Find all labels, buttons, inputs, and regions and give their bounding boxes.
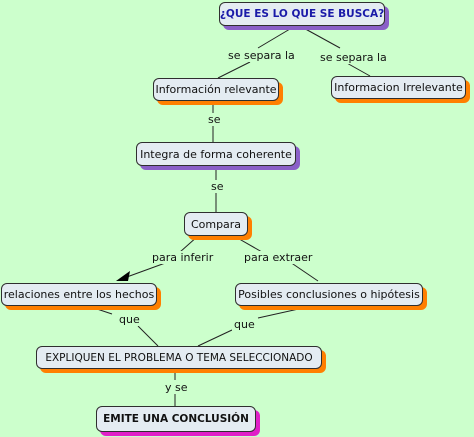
- link-label-se-2: se: [209, 180, 226, 193]
- connector-root-to-separa-left: [257, 25, 296, 49]
- node-posibles-conclusiones-text: Posibles conclusiones o hipótesis: [238, 288, 420, 301]
- node-emite-conclusion[interactable]: EMITE UNA CONCLUSIÓN: [96, 406, 256, 432]
- connector-para-inferir-to-relaciones: [123, 261, 169, 279]
- link-label-que-left: que: [117, 313, 142, 326]
- connector-para-extraer-to-conclusiones: [289, 261, 319, 282]
- node-expliquen[interactable]: EXPLIQUEN EL PROBLEMA O TEMA SELECCIONAD…: [36, 346, 322, 369]
- node-compara[interactable]: Compara: [184, 212, 248, 236]
- connector-separa-right-to-irrelevante: [344, 61, 371, 77]
- node-root-question[interactable]: ¿QUE ES LO QUE SE BUSCA?: [219, 2, 385, 26]
- link-label-que-right: que: [232, 318, 257, 331]
- connector-separa-left-to-relevante: [217, 61, 251, 79]
- node-relaciones[interactable]: relaciones entre los hechos: [1, 283, 157, 306]
- connector-compara-to-para-extraer: [233, 235, 263, 253]
- node-compara-text: Compara: [190, 217, 242, 231]
- connector-compara-to-para-inferir: [179, 235, 199, 253]
- connector-relaciones-to-que: [87, 305, 113, 315]
- node-root-question-text: ¿QUE ES LO QUE SE BUSCA?: [219, 8, 385, 20]
- node-posibles-conclusiones[interactable]: Posibles conclusiones o hipótesis: [235, 283, 423, 306]
- node-informacion-irrelevante[interactable]: Informacion Irrelevante: [331, 76, 466, 99]
- node-relaciones-text: relaciones entre los hechos: [3, 288, 155, 301]
- connector-que-to-expliquen-right: [197, 329, 233, 347]
- link-label-separa-right: se separa la: [318, 51, 389, 64]
- link-label-se-1: se: [206, 113, 223, 126]
- connector-conclusiones-to-que: [257, 305, 313, 319]
- connector-root-to-separa-right: [299, 25, 341, 49]
- connector-que-to-expliquen: [137, 325, 159, 347]
- node-integra[interactable]: Integra de forma coherente: [136, 142, 296, 166]
- link-label-y-se: y se: [163, 381, 190, 394]
- node-expliquen-text: EXPLIQUEN EL PROBLEMA O TEMA SELECCIONAD…: [45, 351, 313, 364]
- node-informacion-relevante[interactable]: Información relevante: [153, 78, 279, 101]
- link-label-separa-left: se separa la: [226, 49, 297, 62]
- node-integra-text: Integra de forma coherente: [140, 147, 292, 161]
- node-emite-conclusion-text: EMITE UNA CONCLUSIÓN: [103, 413, 249, 425]
- link-label-para-extraer: para extraer: [242, 251, 315, 264]
- link-label-para-inferir: para inferir: [150, 251, 216, 264]
- arrowhead-to-relaciones: [116, 271, 130, 281]
- node-informacion-irrelevante-text: Informacion Irrelevante: [334, 81, 463, 94]
- node-informacion-relevante-text: Información relevante: [155, 83, 277, 96]
